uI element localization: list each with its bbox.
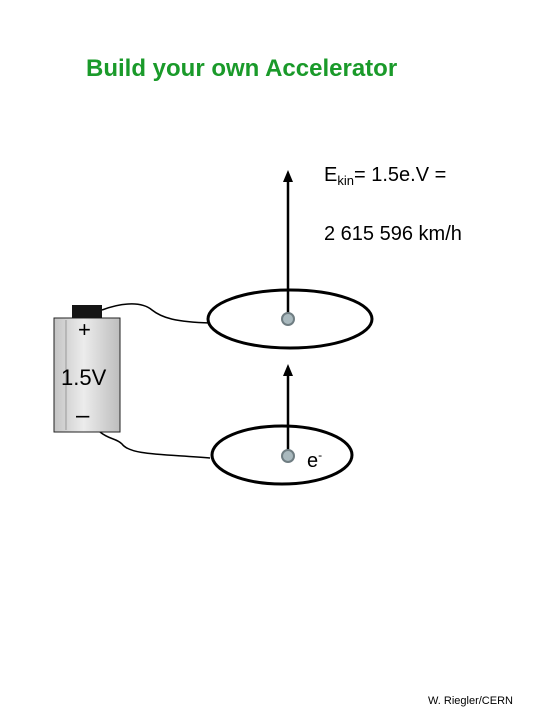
electron-label: e- xyxy=(307,448,323,472)
exit-arrow-head xyxy=(283,170,293,182)
negative-wire xyxy=(99,431,211,459)
lower-plate-hole xyxy=(281,449,295,463)
battery-minus-sign: – xyxy=(76,402,90,429)
acceleration-arrow-head xyxy=(283,364,293,376)
battery-plus-sign: + xyxy=(78,317,91,342)
author-credit: W. Riegler/CERN xyxy=(428,695,513,707)
upper-plate-hole xyxy=(281,312,295,326)
speed-label: 2 615 596 km/h xyxy=(324,223,462,245)
battery-voltage-label: 1.5V xyxy=(61,365,107,390)
positive-wire xyxy=(101,303,211,324)
slide-title: Build your own Accelerator xyxy=(86,55,398,82)
kinetic-energy-label: Ekin= 1.5e.V = xyxy=(324,164,447,188)
battery-positive-terminal xyxy=(72,305,102,318)
battery-body xyxy=(53,317,121,433)
